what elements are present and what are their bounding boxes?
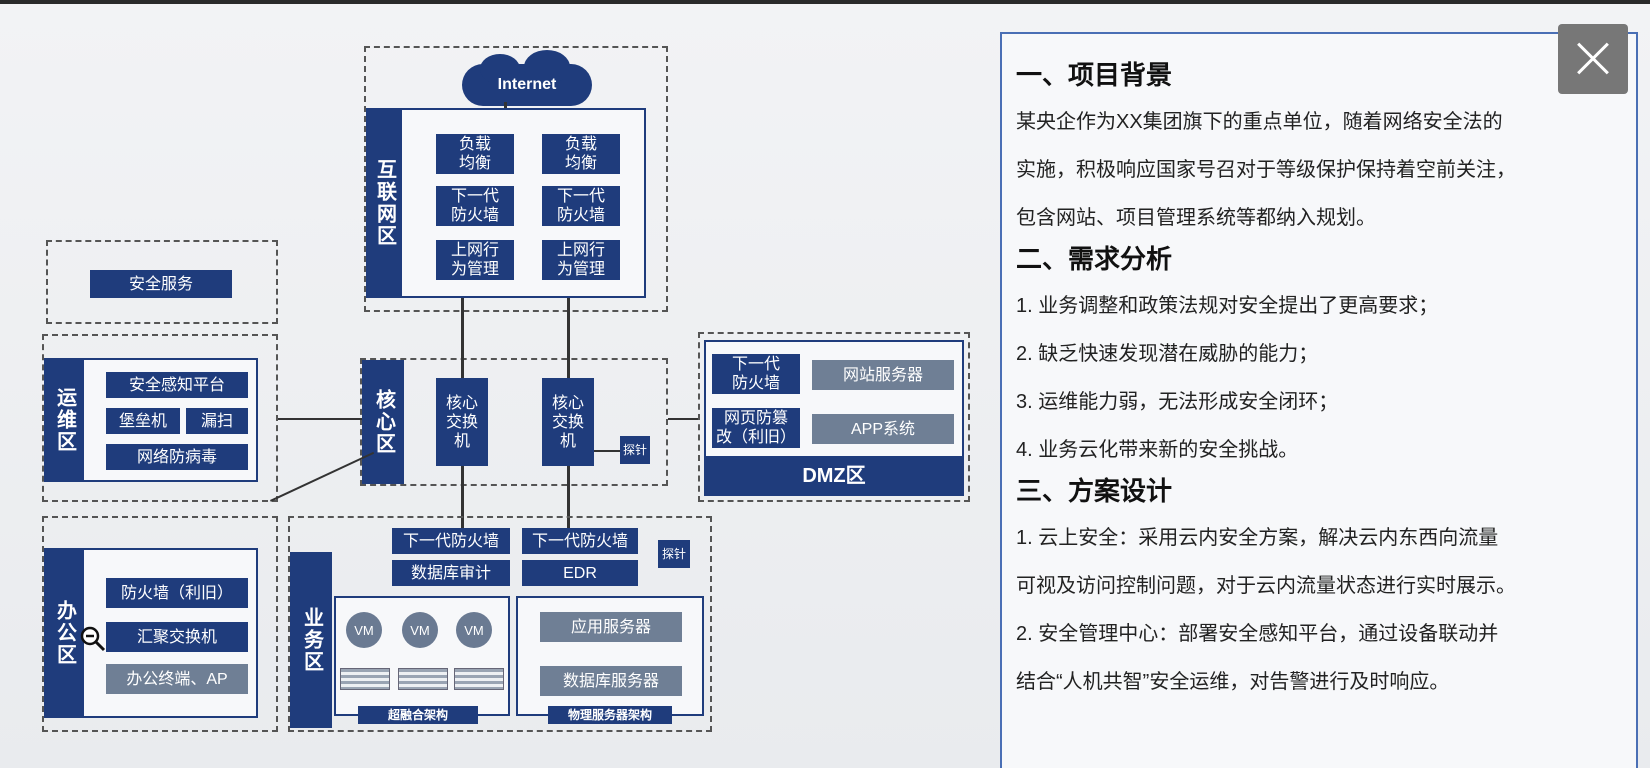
hci-server-icon-2: [398, 668, 448, 690]
link-internet-core-2: [567, 298, 570, 378]
link-core-business-2: [567, 466, 570, 528]
db-server: 数据库服务器: [540, 666, 682, 696]
web-tamper-proof: 网页防篡 改（利旧）: [712, 408, 800, 448]
background-line-3: 包含网站、项目管理系统等都纳入规划。: [1016, 207, 1376, 229]
core-switch-1: 核心 交换 机: [436, 378, 488, 466]
section-title-solution: 三、方案设计: [1016, 476, 1173, 506]
link-office-core: [270, 451, 375, 502]
behavior-mgmt-1: 上网行 为管理: [436, 240, 514, 280]
core-switch-2: 核心 交换 机: [542, 378, 594, 466]
dmz-zone-label: DMZ区: [704, 456, 964, 496]
requirement-line-4: 4. 业务云化带来新的安全挑战。: [1016, 439, 1299, 461]
ops-zone-frame: [42, 334, 278, 502]
vuln-scanner: 漏扫: [186, 408, 248, 434]
background-line-2: 实施，积极响应国家号召对于等级保护保持着空前关注，: [1016, 159, 1516, 181]
description-panel: 一、项目背景 某央企作为XX集团旗下的重点单位，随着网络安全法的 实施，积极响应…: [1000, 32, 1638, 768]
office-zone-label: 办公区: [44, 548, 84, 718]
hci-label: 超融合架构: [358, 706, 478, 724]
solution-line-4: 结合“人机共智”安全运维，对告警进行及时响应。: [1016, 671, 1450, 693]
core-zone-label: 核心区: [362, 360, 404, 484]
office-zone-frame: [42, 516, 278, 732]
edr: EDR: [522, 560, 638, 586]
background-line-1: 某央企作为XX集团旗下的重点单位，随着网络安全法的: [1016, 111, 1503, 133]
internet-label: Internet: [497, 76, 557, 93]
solution-line-2: 可视及访问控制问题，对于云内流量状态进行实时展示。: [1016, 575, 1516, 597]
solution-line-1: 1. 云上安全：采用云内安全方案，解决云内东西向流量: [1016, 527, 1499, 549]
ops-zone-label: 运维区: [44, 358, 84, 482]
business-zone-frame: [288, 516, 712, 732]
web-server: 网站服务器: [812, 360, 954, 390]
core-zone-frame: [360, 358, 668, 486]
ngfw-internet-2: 下一代 防火墙: [542, 186, 620, 226]
network-antivirus: 网络防病毒: [106, 444, 248, 470]
section-title-background: 一、项目背景: [1016, 60, 1173, 90]
internet-link: [504, 102, 507, 112]
aggregation-switch: 汇聚交换机: [106, 622, 248, 652]
vm-icon-3: VM: [456, 612, 492, 648]
business-zone-label: 业务区: [290, 552, 332, 728]
security-service-box: 安全服务: [90, 270, 232, 298]
security-service-frame: [46, 240, 278, 324]
app-server: 应用服务器: [540, 612, 682, 642]
physical-label: 物理服务器架构: [548, 706, 672, 724]
office-firewall: 防火墙（利旧）: [106, 578, 248, 608]
link-ops-core: [278, 418, 362, 420]
load-balancer-2: 负载 均衡: [542, 134, 620, 174]
db-audit: 数据库审计: [392, 560, 510, 586]
requirement-line-2: 2. 缺乏快速发现潜在威胁的能力；: [1016, 343, 1319, 365]
solution-line-3: 2. 安全管理中心：部署安全感知平台，通过设备联动并: [1016, 623, 1499, 645]
ngfw-business-1: 下一代防火墙: [392, 528, 510, 554]
ngfw-internet-1: 下一代 防火墙: [436, 186, 514, 226]
hci-server-icon-3: [454, 668, 504, 690]
slide-canvas: Internet 互联网区 负载 均衡 负载 均衡 下一代 防火墙 下一代 防火…: [0, 4, 1650, 768]
bastion-host: 堡垒机: [106, 408, 180, 434]
top-bar: [0, 0, 1650, 4]
vm-icon-2: VM: [402, 612, 438, 648]
link-core-business-1: [461, 466, 464, 528]
requirement-line-3: 3. 运维能力弱，无法形成安全闭环；: [1016, 391, 1339, 413]
situation-awareness-platform: 安全感知平台: [106, 372, 248, 398]
internet-zone-label: 互联网区: [366, 108, 402, 298]
behavior-mgmt-2: 上网行 为管理: [542, 240, 620, 280]
dmz-zone-frame: [698, 332, 970, 502]
hci-server-icon-1: [340, 668, 390, 690]
close-icon[interactable]: [1558, 24, 1628, 94]
load-balancer-1: 负载 均衡: [436, 134, 514, 174]
business-probe: 探针: [658, 540, 690, 568]
zoom-out-icon[interactable]: [80, 626, 106, 652]
vm-icon-1: VM: [346, 612, 382, 648]
link-internet-core-1: [461, 298, 464, 378]
internet-cloud: Internet: [462, 50, 592, 106]
internet-zone-frame: [364, 46, 668, 312]
core-probe: 探针: [620, 436, 650, 464]
app-system: APP系统: [812, 414, 954, 444]
requirement-line-1: 1. 业务调整和政策法规对安全提出了更高要求；: [1016, 295, 1439, 317]
ngfw-dmz: 下一代 防火墙: [712, 354, 800, 394]
core-probe-link: [594, 450, 620, 452]
link-core-dmz: [668, 418, 698, 420]
ngfw-business-2: 下一代防火墙: [522, 528, 638, 554]
section-title-requirements: 二、需求分析: [1016, 244, 1173, 274]
office-terminal-ap: 办公终端、AP: [106, 664, 248, 694]
